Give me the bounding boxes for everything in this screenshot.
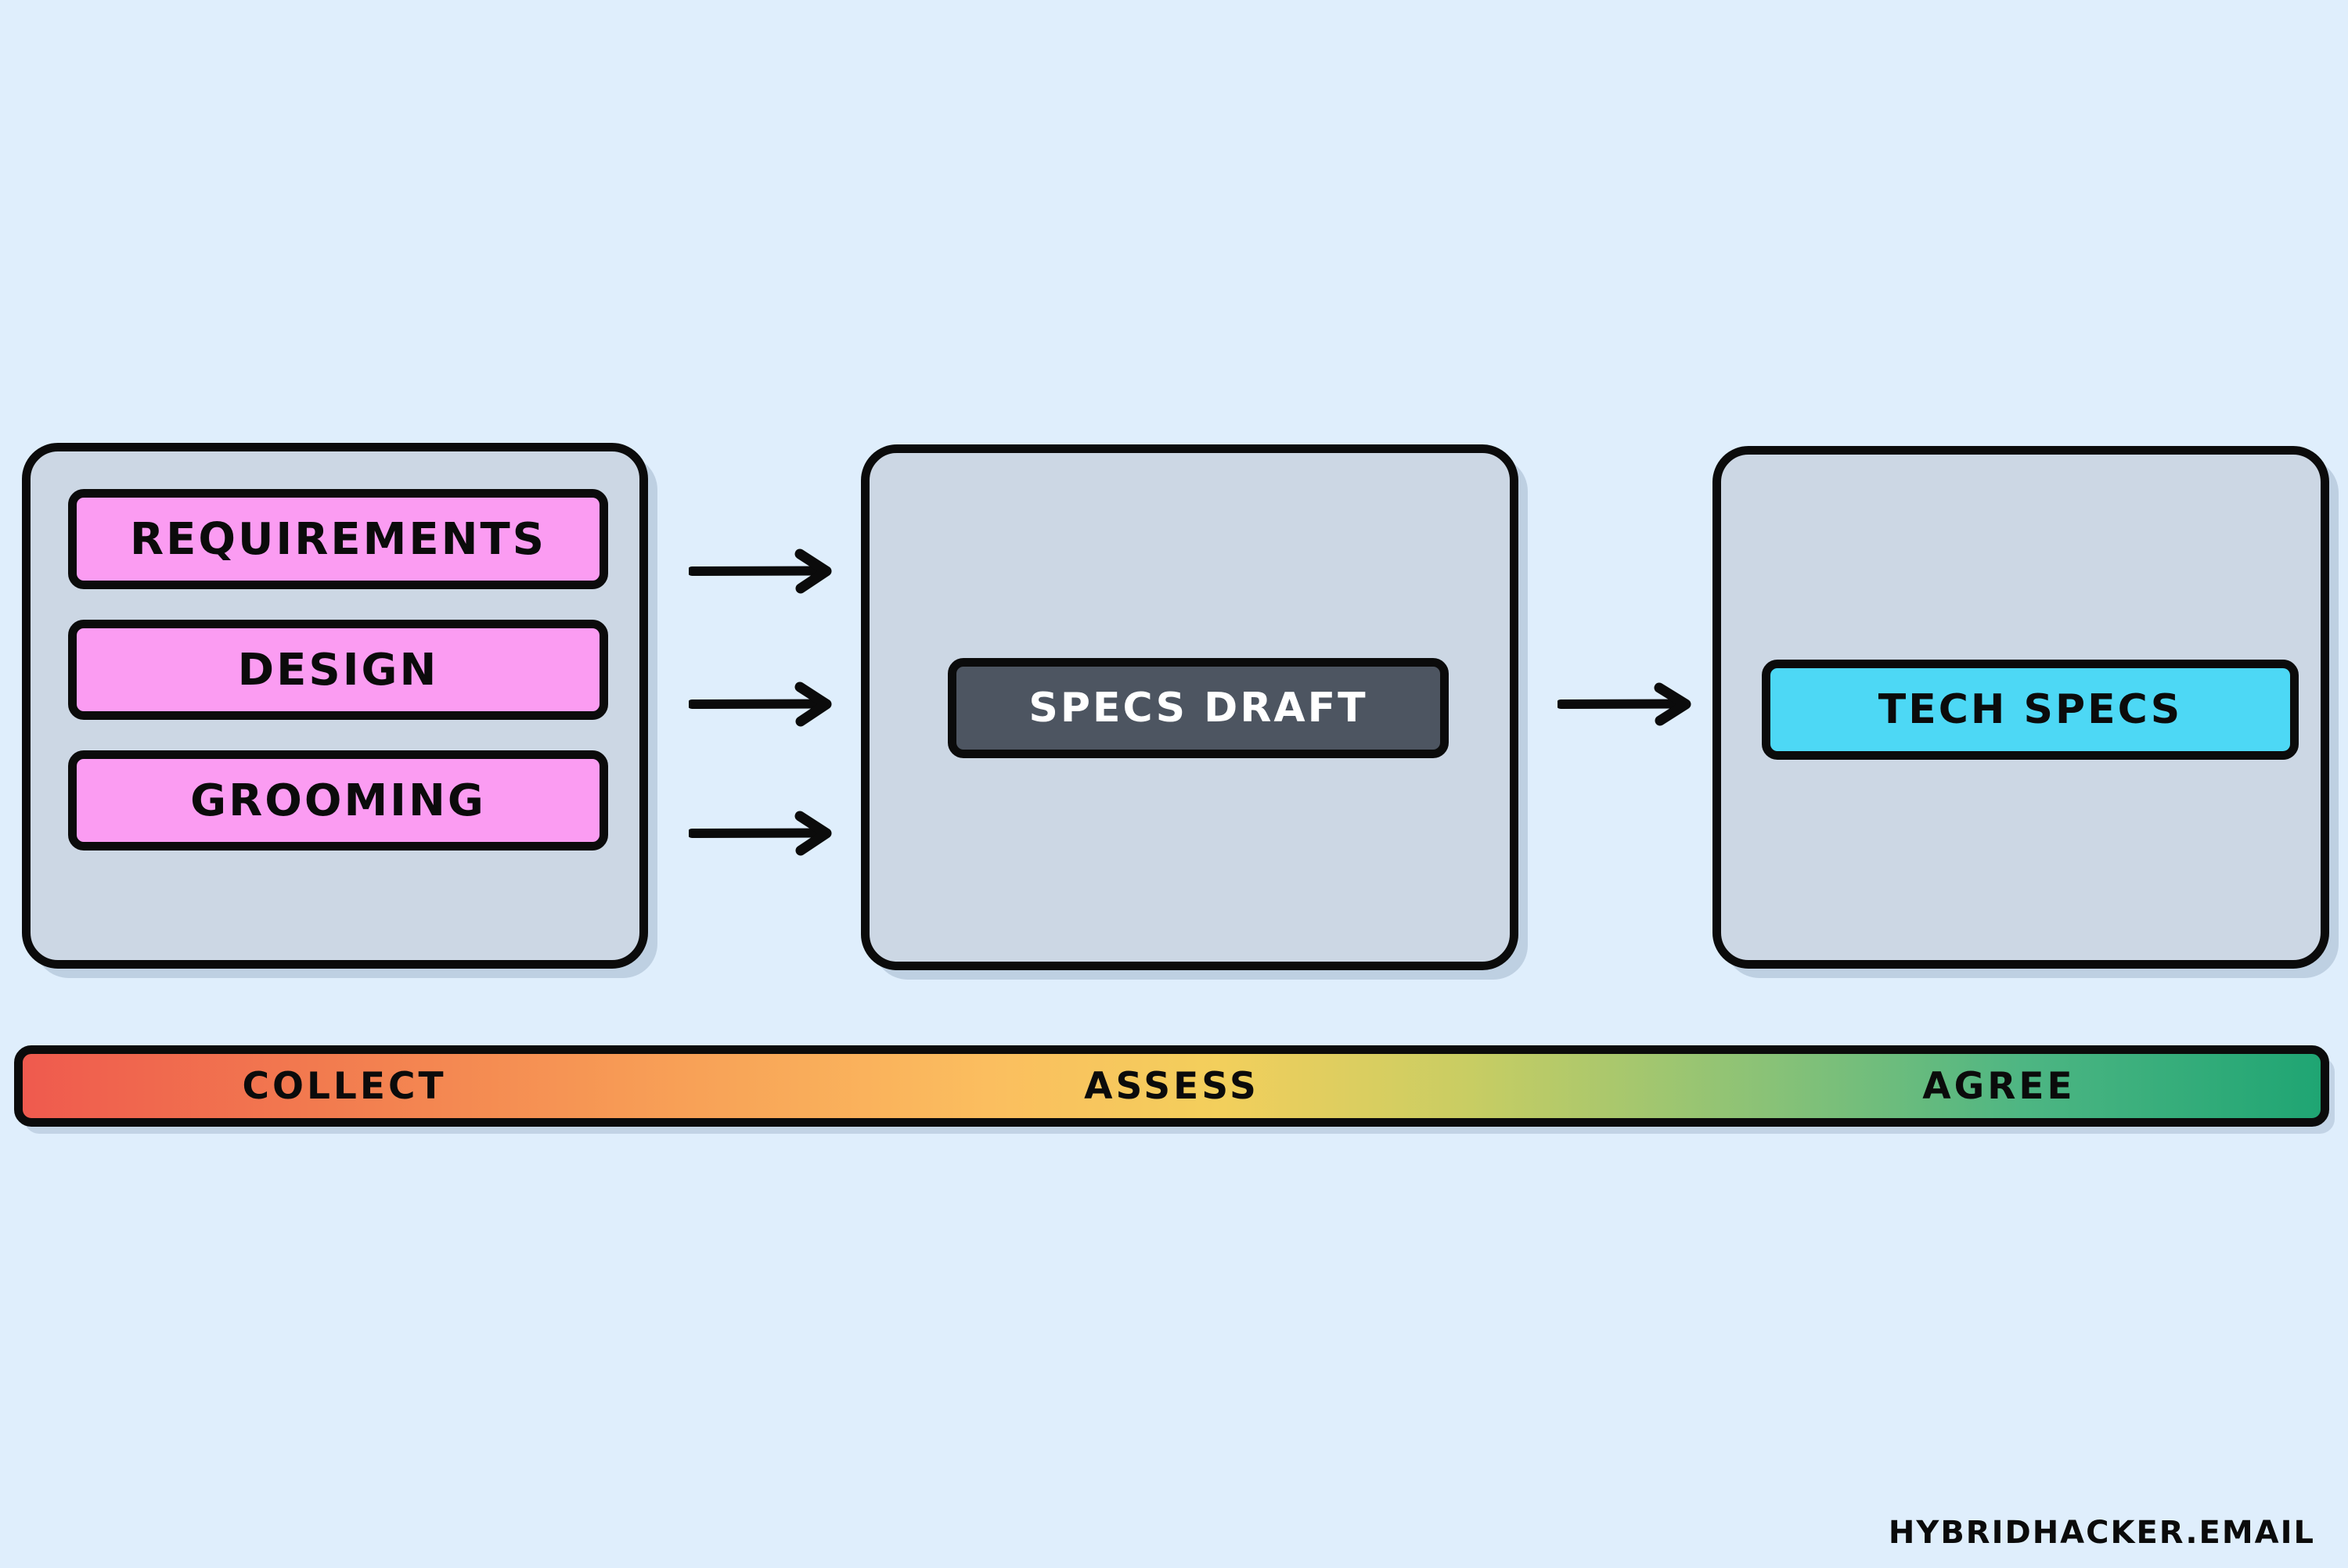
chip-tech-specs[interactable]: TECH SPECS: [1762, 660, 2299, 760]
chip-grooming-label: GROOMING: [190, 775, 486, 826]
chip-specs-draft[interactable]: SPECS DRAFT: [948, 658, 1449, 758]
chip-specs-draft-label: SPECS DRAFT: [1028, 685, 1368, 732]
chip-design-label: DESIGN: [237, 644, 439, 696]
arrow-grooming-to-specs: [689, 810, 845, 857]
chip-grooming[interactable]: GROOMING: [68, 750, 608, 851]
chip-requirements[interactable]: REQUIREMENTS: [68, 489, 608, 589]
arrow-specs-to-tech: [1558, 681, 1706, 728]
phase-gradient-bar: COLLECT ASSESS AGREE: [14, 1045, 2329, 1127]
chip-design[interactable]: DESIGN: [68, 620, 608, 720]
chip-tech-specs-label: TECH SPECS: [1878, 686, 2183, 733]
agree-container: TECH SPECS: [1712, 446, 2329, 969]
phase-label-assess: ASSESS: [1084, 1064, 1259, 1108]
phase-label-collect: COLLECT: [242, 1064, 447, 1108]
arrow-requirements-to-specs: [689, 548, 845, 595]
collect-container: REQUIREMENTS DESIGN GROOMING: [22, 443, 648, 969]
watermark: HYBRIDHACKER.EMAIL: [1888, 1515, 2315, 1551]
phase-label-agree: AGREE: [1922, 1064, 2076, 1108]
assess-container: SPECS DRAFT: [861, 444, 1518, 970]
chip-requirements-label: REQUIREMENTS: [129, 513, 547, 565]
arrow-design-to-specs: [689, 681, 845, 728]
